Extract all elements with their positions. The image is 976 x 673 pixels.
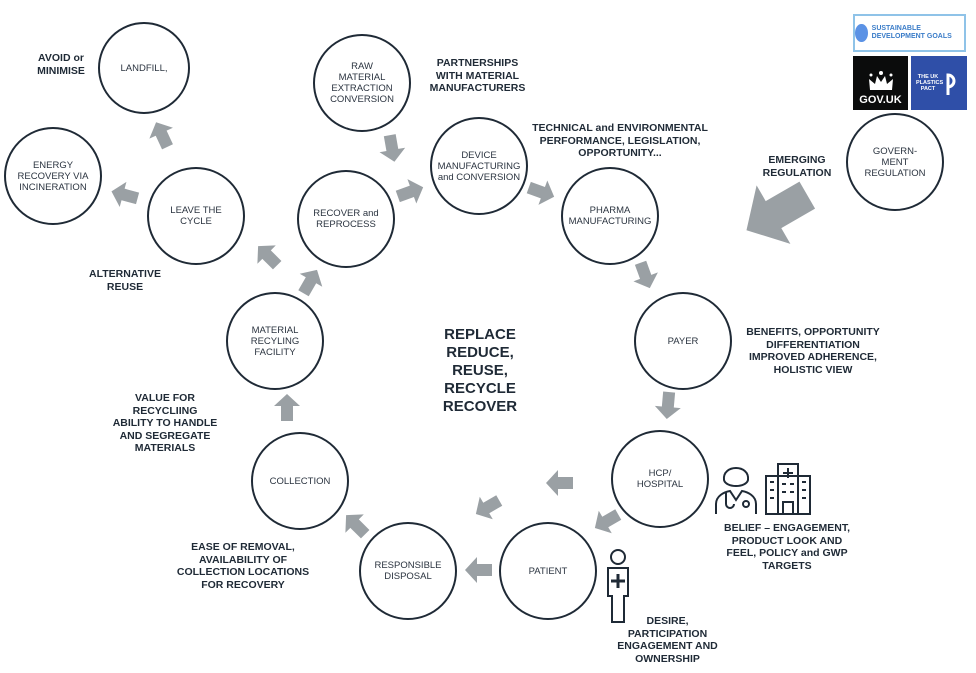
node-pharma-manufacturing: PHARMA MANUFACTURING [561,167,659,265]
label-value-recycling: VALUE FOR RECYCLIING ABILITY TO HANDLE A… [112,392,218,454]
label-avoid: AVOID or MINIMISE [37,52,85,77]
label-emerging-regulation: EMERGING REGULATION [762,154,832,179]
label-ease-of-removal: EASE OF REMOVAL, AVAILABILITY OF COLLECT… [176,541,310,591]
flow-arrow [149,122,173,150]
flow-arrow [395,179,424,204]
label-partnerships: PARTNERSHIPS WITH MATERIAL MANUFACTURERS [429,57,526,94]
plastics-pact-text: THE UK PLASTICS PACT [916,74,944,92]
p-mark-icon [946,73,956,95]
govuk-logo: GOV.UK [853,56,908,110]
node-responsible-disposal: RESPONSIBLE DISPOSAL [359,522,457,620]
patient-icon [607,549,629,623]
label-benefits: BENEFITS, OPPORTUNITY DIFFERENTIATION IM… [746,326,880,376]
flow-arrow [345,514,370,539]
node-collection: COLLECTION [251,432,349,530]
flow-arrow [379,134,406,162]
node-hcp-hospital: HCP/ HOSPITAL [611,430,709,528]
node-raw-material: RAW MATERIAL EXTRACTION CONVERSION [313,34,411,132]
flow-arrow [298,269,323,297]
node-material-recycling: MATERIAL RECYLING FACILITY [226,292,324,390]
sdg-logo: SUSTAINABLE DEVELOPMENT GOALS [853,14,966,52]
node-patient: PATIENT [499,522,597,620]
label-belief: BELIEF – ENGAGEMENT, PRODUCT LOOK AND FE… [723,522,850,572]
node-leave-cycle: LEAVE THE CYCLE [147,167,245,265]
crown-icon [868,71,893,90]
flow-arrow [465,557,492,583]
center-title: REPLACE REDUCE, REUSE, RECYCLE RECOVER [442,326,518,415]
govuk-text: GOV.UK [859,94,902,106]
flow-arrow [546,470,573,496]
node-government-regulation: GOVERN- MENT REGULATION [846,113,944,211]
flow-arrow [257,245,282,270]
flow-arrow [111,181,140,208]
hospital-icon [765,463,811,515]
flow-arrow [475,495,503,520]
label-alternative-reuse: ALTERNATIVE REUSE [89,268,161,293]
sdg-logo-text: SUSTAINABLE DEVELOPMENT GOALS [871,25,952,40]
flow-arrow [594,509,622,534]
emerging-regulation-arrow [746,181,816,244]
un-emblem-icon [855,24,868,42]
node-payer: PAYER [634,292,732,390]
doctor-icon [715,467,757,514]
plastics-pact-logo: THE UK PLASTICS PACT [911,56,967,110]
node-device-manufacturing: DEVICE MANUFACTURING and CONVERSION [430,117,528,215]
label-technical: TECHNICAL and ENVIRONMENTAL PERFORMANCE,… [532,122,708,159]
node-recover-reprocess: RECOVER and REPROCESS [297,170,395,268]
flow-arrow [526,180,555,205]
node-energy-recovery: ENERGY RECOVERY VIA INCINERATION [4,127,102,225]
flow-arrow [633,260,658,289]
flow-arrow [274,394,300,421]
node-landfill: LANDFILL, [98,22,190,114]
flow-arrow [654,391,681,419]
label-desire: DESIRE, PARTICIPATION ENGAGEMENT AND OWN… [617,615,718,665]
